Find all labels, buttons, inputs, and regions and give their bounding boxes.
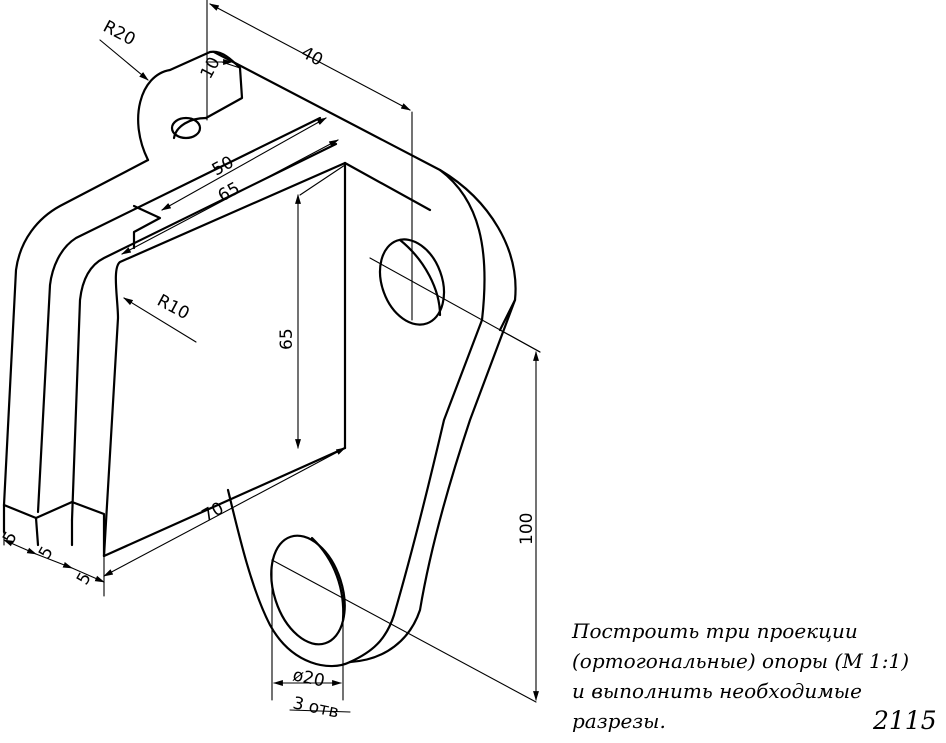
- task-line-3: и выполнить необходимые: [572, 679, 862, 703]
- dim-10: 10: [197, 54, 225, 82]
- dim-thickness-1: 5: [0, 528, 22, 547]
- dim-thickness-3: 5: [73, 569, 96, 588]
- task-line-1: Построить три проекции: [572, 619, 858, 643]
- dim-dia20: ø20: [291, 665, 327, 691]
- dim-50: 50: [209, 152, 238, 180]
- dimension-labels: R20 10 40 50 65 65 R10 70 100 ø20 3 отв …: [0, 17, 537, 723]
- dim-65-vert: 65: [277, 328, 297, 350]
- dim-holes: 3 отв: [291, 693, 341, 722]
- dim-100: 100: [517, 513, 537, 545]
- task-line-2: (ортогональные) опоры (М 1:1): [572, 649, 910, 673]
- task-number: 2115: [873, 706, 937, 735]
- dim-thickness-2: 5: [35, 543, 58, 562]
- dimension-lines: [3, 0, 541, 713]
- task-statement: Построить три проекции (ортогональные) о…: [572, 616, 944, 736]
- dim-40: 40: [298, 43, 326, 71]
- task-line-4: разрезы.: [572, 709, 666, 733]
